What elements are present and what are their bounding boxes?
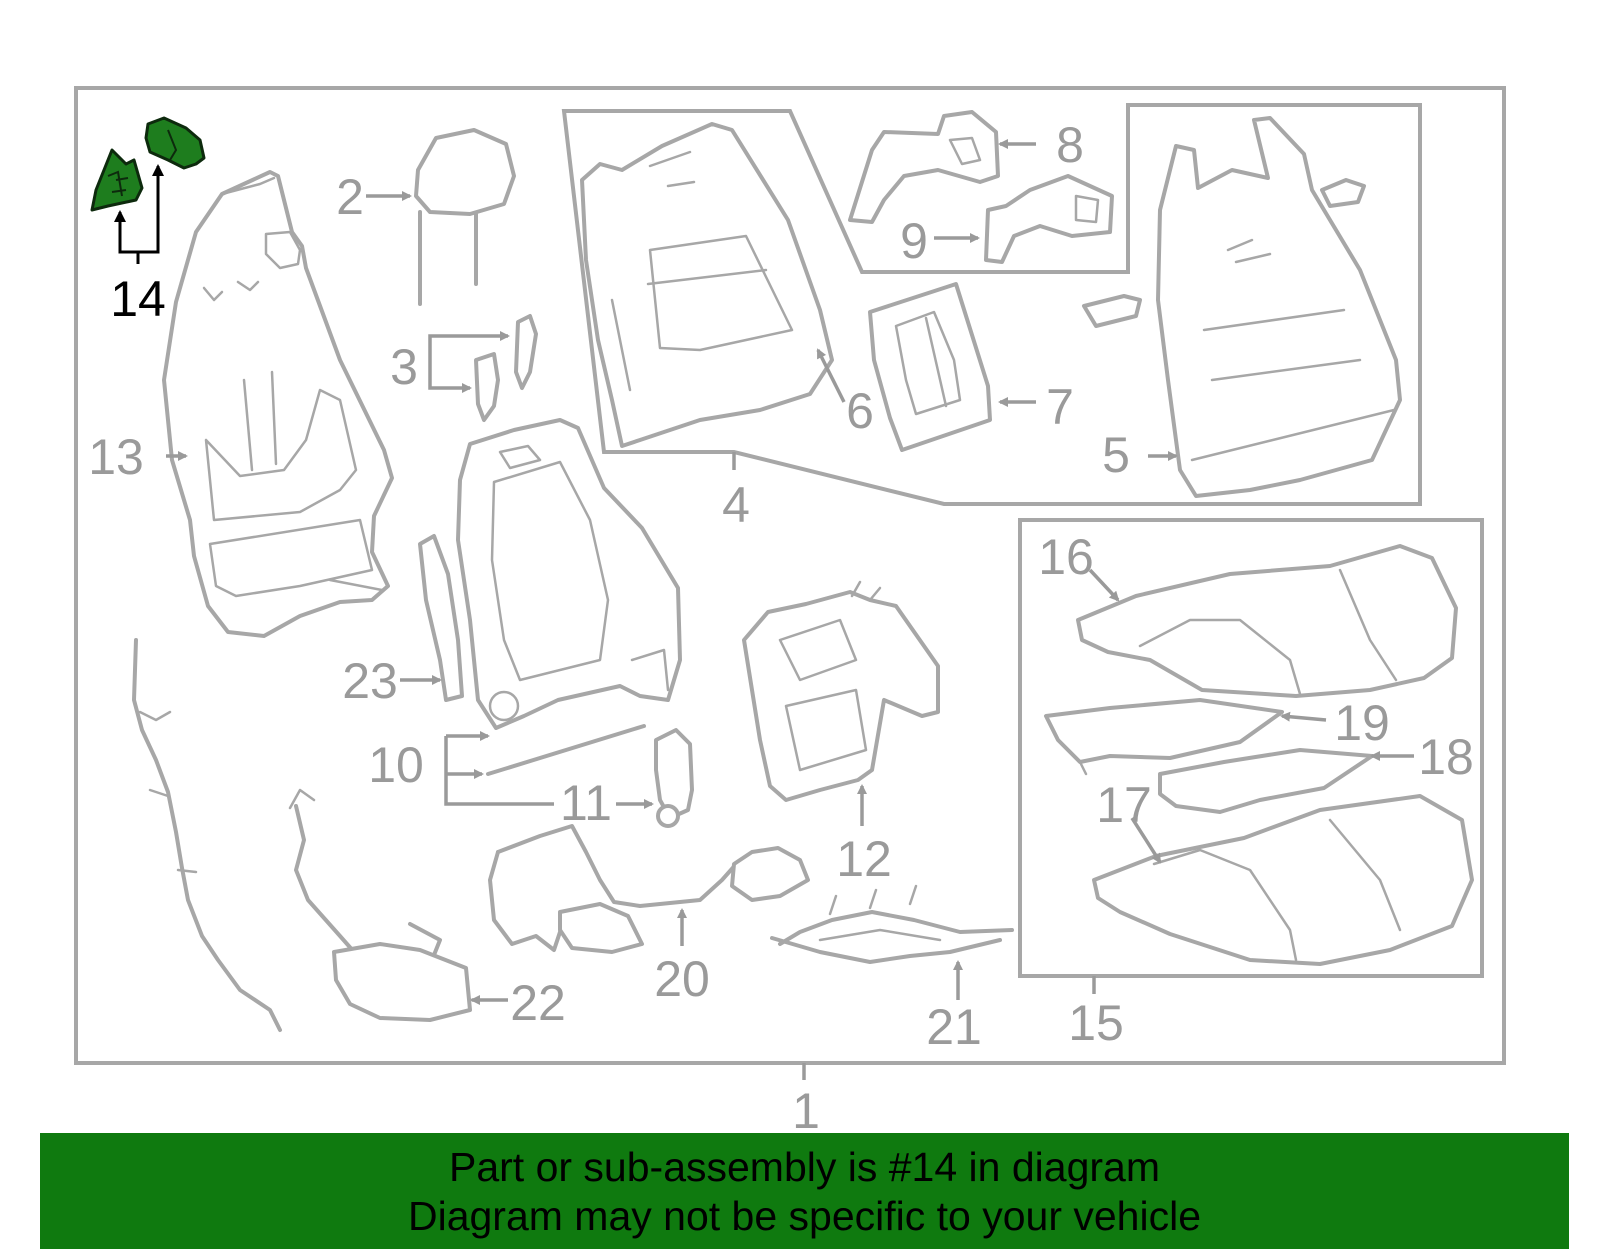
seat-back-panel-13 xyxy=(162,170,394,638)
seat-cushion-16 xyxy=(1076,544,1458,698)
trim-9 xyxy=(984,174,1114,264)
info-banner: Part or sub-assembly is #14 in diagram D… xyxy=(40,1133,1569,1249)
leader-10b xyxy=(444,736,554,806)
harness-20 xyxy=(488,824,810,954)
headrest-2 xyxy=(414,128,516,306)
callout-7: 7 xyxy=(1046,379,1074,435)
leader-3b xyxy=(428,362,472,393)
callout-23: 23 xyxy=(342,653,398,709)
callout-6: 6 xyxy=(846,383,874,439)
seat-harness-22 xyxy=(132,638,472,1032)
callout-15: 15 xyxy=(1068,995,1124,1051)
callout-13: 13 xyxy=(88,429,144,485)
leader-17 xyxy=(1130,817,1162,864)
highlighted-part-14 xyxy=(90,116,206,264)
callout-2: 2 xyxy=(336,169,364,225)
callout-11: 11 xyxy=(560,775,612,831)
banner-line-2: Diagram may not be specific to your vehi… xyxy=(407,1193,1201,1239)
rod-10 xyxy=(486,724,646,776)
callout-19: 19 xyxy=(1334,695,1390,751)
seat-cushion-17 xyxy=(1092,794,1474,966)
assembly-frame xyxy=(74,86,1506,1065)
lumbar-assembly-12 xyxy=(742,580,940,802)
callout-5: 5 xyxy=(1102,427,1130,483)
banner-line-1: Part or sub-assembly is #14 in diagram xyxy=(449,1144,1160,1190)
callout-20: 20 xyxy=(654,951,710,1007)
panel-7 xyxy=(868,282,992,452)
subassembly-4-box xyxy=(561,103,1422,506)
headrest-guides-3 xyxy=(474,314,538,422)
leader-19 xyxy=(1280,711,1327,722)
seat-back-cushion-6 xyxy=(580,122,834,448)
callout-18: 18 xyxy=(1418,729,1474,785)
subassembly-15-box xyxy=(1018,518,1484,978)
heater-harness-21 xyxy=(770,884,1014,964)
leader-6 xyxy=(816,348,846,403)
seat-back-cover-5 xyxy=(1082,116,1402,498)
callout-8: 8 xyxy=(1056,117,1084,173)
trim-8 xyxy=(848,110,1000,224)
callout-14: 14 xyxy=(110,271,166,327)
callout-21: 21 xyxy=(926,999,982,1055)
leader-16 xyxy=(1088,568,1120,602)
leader-3a xyxy=(428,331,510,362)
cushion-layer-19 xyxy=(1044,698,1284,776)
side-trim-23 xyxy=(418,534,464,702)
callout-9: 9 xyxy=(900,213,928,269)
callout-22: 22 xyxy=(510,975,566,1031)
callout-1: 1 xyxy=(792,1083,820,1139)
callout-4: 4 xyxy=(722,477,750,533)
callout-17: 17 xyxy=(1096,777,1152,833)
motor-11 xyxy=(654,728,694,828)
callout-12: 12 xyxy=(836,831,892,887)
callout-16: 16 xyxy=(1038,529,1094,585)
cushion-layer-18 xyxy=(1158,748,1374,814)
callout-3: 3 xyxy=(390,339,418,395)
seat-back-frame xyxy=(456,418,682,730)
callout-10: 10 xyxy=(368,737,424,793)
